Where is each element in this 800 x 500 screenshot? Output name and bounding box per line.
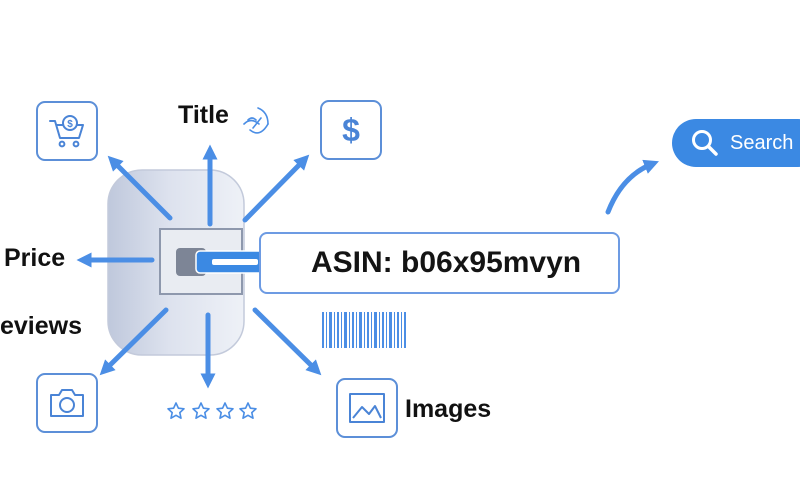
star-rating-icon (167, 402, 257, 419)
search-button-label: Search (730, 131, 794, 154)
barcode-icon (322, 312, 406, 348)
title-label: Title (178, 101, 229, 129)
price-label: Price (4, 244, 66, 272)
arrow-to-images (252, 307, 322, 376)
reviews-label: eviews (0, 312, 83, 340)
dollar-icon-box: $ (320, 100, 382, 160)
scanner-beam-highlight (212, 259, 258, 265)
cart-dollar-icon: $ (49, 115, 84, 148)
search-button[interactable]: Search (672, 119, 800, 167)
asin-field: ASIN: b06x95mvyn (259, 232, 620, 294)
hand-signal-icon (243, 107, 269, 134)
arrow-to-search (605, 159, 659, 215)
arrow-to-camera (99, 307, 169, 376)
asin-value: ASIN: b06x95mvyn (311, 246, 582, 279)
dollar-icon: $ (342, 112, 360, 148)
search-icon (692, 130, 718, 156)
svg-text:$: $ (67, 119, 73, 130)
images-label: Images (405, 395, 492, 423)
cart-icon-box: $ (36, 101, 98, 161)
image-icon (349, 393, 385, 423)
camera-icon-box (36, 373, 98, 433)
arrow-to-cart (107, 155, 173, 221)
camera-icon (50, 389, 84, 417)
arrow-to-dollar (242, 154, 310, 223)
image-icon-box (336, 378, 398, 438)
data-arrows (76, 144, 659, 389)
